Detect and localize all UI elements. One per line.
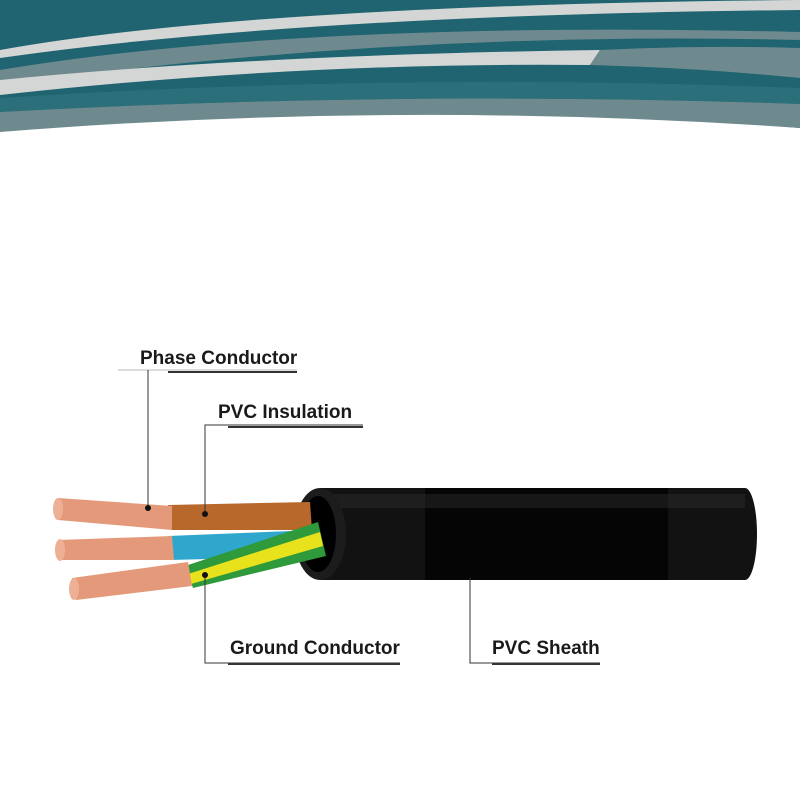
- ground-conductor-label: Ground Conductor: [230, 638, 401, 659]
- ground-wire: [69, 522, 326, 600]
- header-banner: [0, 0, 800, 132]
- pvc-sheath-label: PVC Sheath: [492, 638, 600, 659]
- callouts: [118, 369, 600, 665]
- phase-conductor-label: Phase Conductor: [140, 348, 298, 369]
- pvc-insulation-label: PVC Insulation: [218, 402, 352, 423]
- cable: [53, 488, 757, 600]
- brown-wire: [53, 498, 312, 530]
